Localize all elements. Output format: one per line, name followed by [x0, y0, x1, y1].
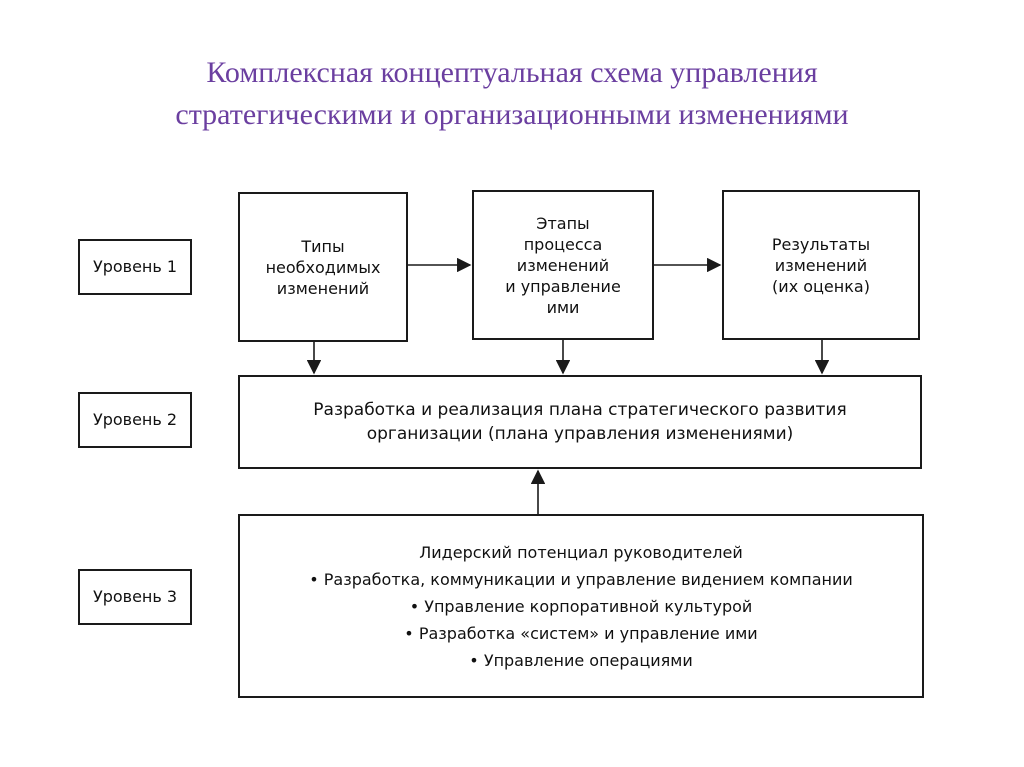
page-title: Комплексная концептуальная схема управле…	[0, 52, 1024, 136]
leadership-potential-box: Лидерский потенциал руководителей • Разр…	[238, 514, 924, 698]
results-line-1: Результаты	[771, 234, 871, 254]
results-line-3: (их оценка)	[772, 276, 870, 296]
types-line-1: Типы	[301, 236, 345, 256]
bullet-icon: •	[409, 596, 425, 616]
types-line-3: изменений	[276, 278, 370, 298]
leadership-item: • Управление операциями	[469, 647, 692, 674]
types-line-2: необходимых	[265, 257, 381, 277]
level-1-text: Уровень 1	[92, 257, 178, 276]
strategic-plan-line-1: Разработка и реализация плана стратегиче…	[313, 400, 847, 420]
bullet-icon: •	[309, 569, 324, 589]
change-results-box: Результаты изменений (их оценка)	[722, 190, 920, 340]
leadership-item: • Разработка «систем» и управление ими	[404, 620, 757, 647]
leadership-item-text: Управление операциями	[483, 650, 693, 670]
stages-line-5: ими	[546, 297, 580, 317]
leadership-item-text: Разработка «систем» и управление ими	[418, 623, 758, 643]
strategic-plan-line-2: организации (плана управления изменениям…	[366, 424, 794, 444]
stages-line-2: процесса	[523, 234, 603, 254]
title-line-2: стратегическими и организационными измен…	[175, 98, 849, 131]
level-3-label: Уровень 3	[78, 569, 192, 625]
leadership-item: • Разработка, коммуникации и управление …	[309, 566, 853, 593]
bullet-icon: •	[404, 623, 419, 643]
leadership-item-text: Управление корпоративной культурой	[424, 596, 753, 616]
title-line-1: Комплексная концептуальная схема управле…	[206, 56, 818, 89]
leadership-heading: Лидерский потенциал руководителей	[419, 542, 743, 562]
results-line-2: изменений	[774, 255, 868, 275]
stages-line-4: и управление	[505, 276, 621, 296]
leadership-item-text: Разработка, коммуникации и управление ви…	[323, 569, 853, 589]
bullet-icon: •	[469, 650, 484, 670]
level-1-label: Уровень 1	[78, 239, 192, 295]
leadership-item: • Управление корпоративной культурой	[410, 593, 753, 620]
stages-line-1: Этапы	[536, 213, 590, 233]
change-process-stages-box: Этапы процесса изменений и управление им…	[472, 190, 654, 340]
level-3-text: Уровень 3	[92, 587, 178, 606]
level-2-text: Уровень 2	[92, 410, 178, 429]
types-of-changes-box: Типы необходимых изменений	[238, 192, 408, 342]
stages-line-3: изменений	[516, 255, 610, 275]
level-2-label: Уровень 2	[78, 392, 192, 448]
strategic-plan-box: Разработка и реализация плана стратегиче…	[238, 375, 922, 469]
